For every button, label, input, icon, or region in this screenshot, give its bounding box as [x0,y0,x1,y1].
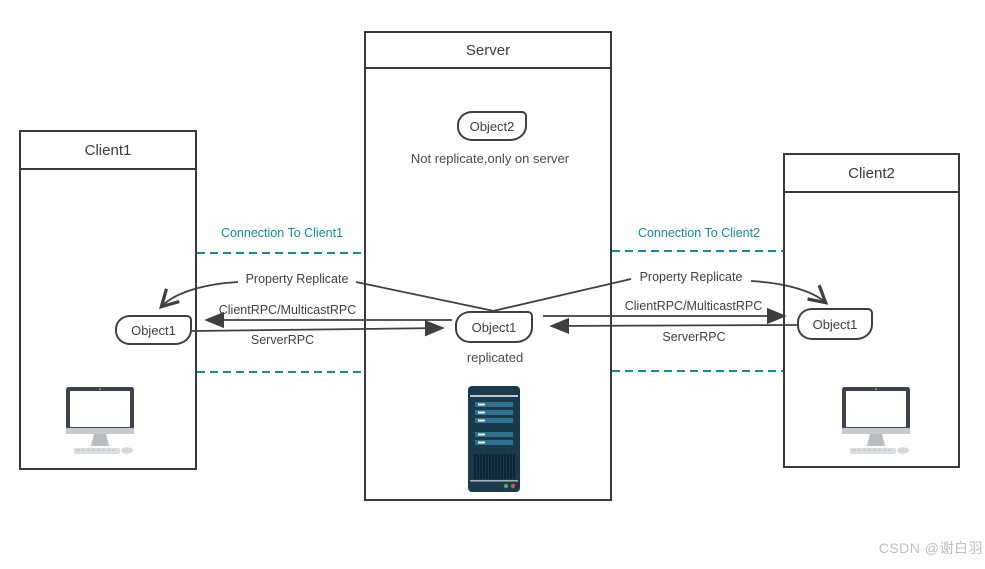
connection-client1-label: Connection To Client1 [220,226,344,240]
server-box: Server [364,31,612,501]
client1-title: Client1 [21,132,195,170]
connection-client2-dash-top [612,250,783,252]
client-rpc-left-label: ClientRPC/MulticastRPC [218,303,357,317]
csdn-watermark: CSDN @谢白羽 [878,540,983,556]
server-object2: Object2 [457,111,527,141]
client2-object1: Object1 [797,308,873,340]
client2-title: Client2 [785,155,958,193]
server-rpc-left-label: ServerRPC [250,333,315,347]
client-rpc-right-label: ClientRPC/MulticastRPC [624,299,763,313]
connection-client1-dash-top [197,252,364,254]
connection-client2-dash-bottom [612,370,783,372]
property-replicate-right-label: Property Replicate [639,270,743,284]
server-title: Server [366,33,610,69]
connection-client1-dash-bottom [197,371,364,373]
server-object2-caption: Not replicate,only on server [410,151,570,166]
client1-object1: Object1 [115,315,192,345]
desktop-computer-icon [60,387,140,457]
desktop-computer-icon [836,387,916,457]
property-replicate-left-label: Property Replicate [245,272,349,286]
server-tower-icon [468,386,520,492]
server-rpc-right-label: ServerRPC [662,330,726,344]
connection-client2-label: Connection To Client2 [637,226,761,240]
server-object1: Object1 [455,311,533,343]
server-object1-caption: replicated [466,350,524,365]
